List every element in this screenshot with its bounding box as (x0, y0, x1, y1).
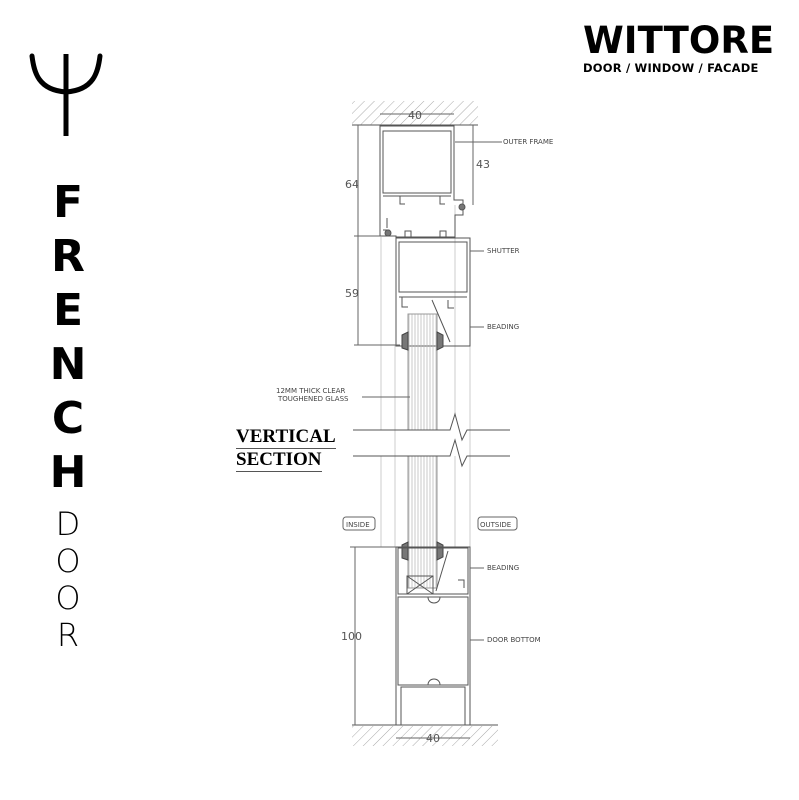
label-beading-bottom: BEADING (487, 564, 519, 572)
dim-frame-height: 64 (345, 178, 359, 191)
floor-hatch (352, 726, 498, 746)
label-outer-frame: OUTER FRAME (503, 138, 553, 146)
letter: R (51, 231, 85, 282)
letter: R (56, 616, 80, 654)
psi-logo-icon (29, 53, 103, 136)
letter: H (49, 447, 87, 498)
letter: O (55, 542, 81, 580)
dim-bottom-height: 100 (341, 630, 362, 643)
label-outside: OUTSIDE (480, 521, 511, 529)
letter: O (55, 579, 81, 617)
section-title: VERTICAL SECTION (236, 426, 336, 472)
break-lines (353, 412, 510, 468)
brand-name: WITTORE (583, 19, 775, 62)
label-beading-top: BEADING (487, 323, 519, 331)
letter: E (52, 285, 84, 336)
letter: C (51, 393, 85, 444)
brand-tagline: DOOR / WINDOW / FACADE (583, 61, 759, 75)
letter: D (55, 505, 81, 543)
label-glass-line2: TOUGHENED GLASS (277, 395, 349, 403)
dim-top-width: 40 (408, 109, 422, 122)
section-title-line2: SECTION (236, 449, 322, 472)
letter: F (52, 177, 84, 228)
outer-frame-profile (379, 125, 466, 238)
dim-bottom-width: 40 (426, 732, 440, 745)
title-door: D O O R (50, 506, 86, 654)
label-shutter: SHUTTER (487, 247, 520, 255)
letter: N (49, 339, 87, 390)
dim-frame-offset: 43 (476, 158, 490, 171)
label-inside: INSIDE (346, 521, 370, 529)
bottom-profile (395, 546, 471, 726)
glass-pane (407, 313, 438, 431)
dim-shutter-height: 59 (345, 287, 359, 300)
label-glass-line1: 12MM THICK CLEAR (276, 387, 346, 395)
ceiling-hatch (352, 101, 478, 125)
label-door-bottom: DOOR BOTTOM (487, 636, 541, 644)
brand-logo: WITTORE DOOR / WINDOW / FACADE (583, 19, 783, 76)
title-french: F R E N C H (49, 176, 87, 500)
